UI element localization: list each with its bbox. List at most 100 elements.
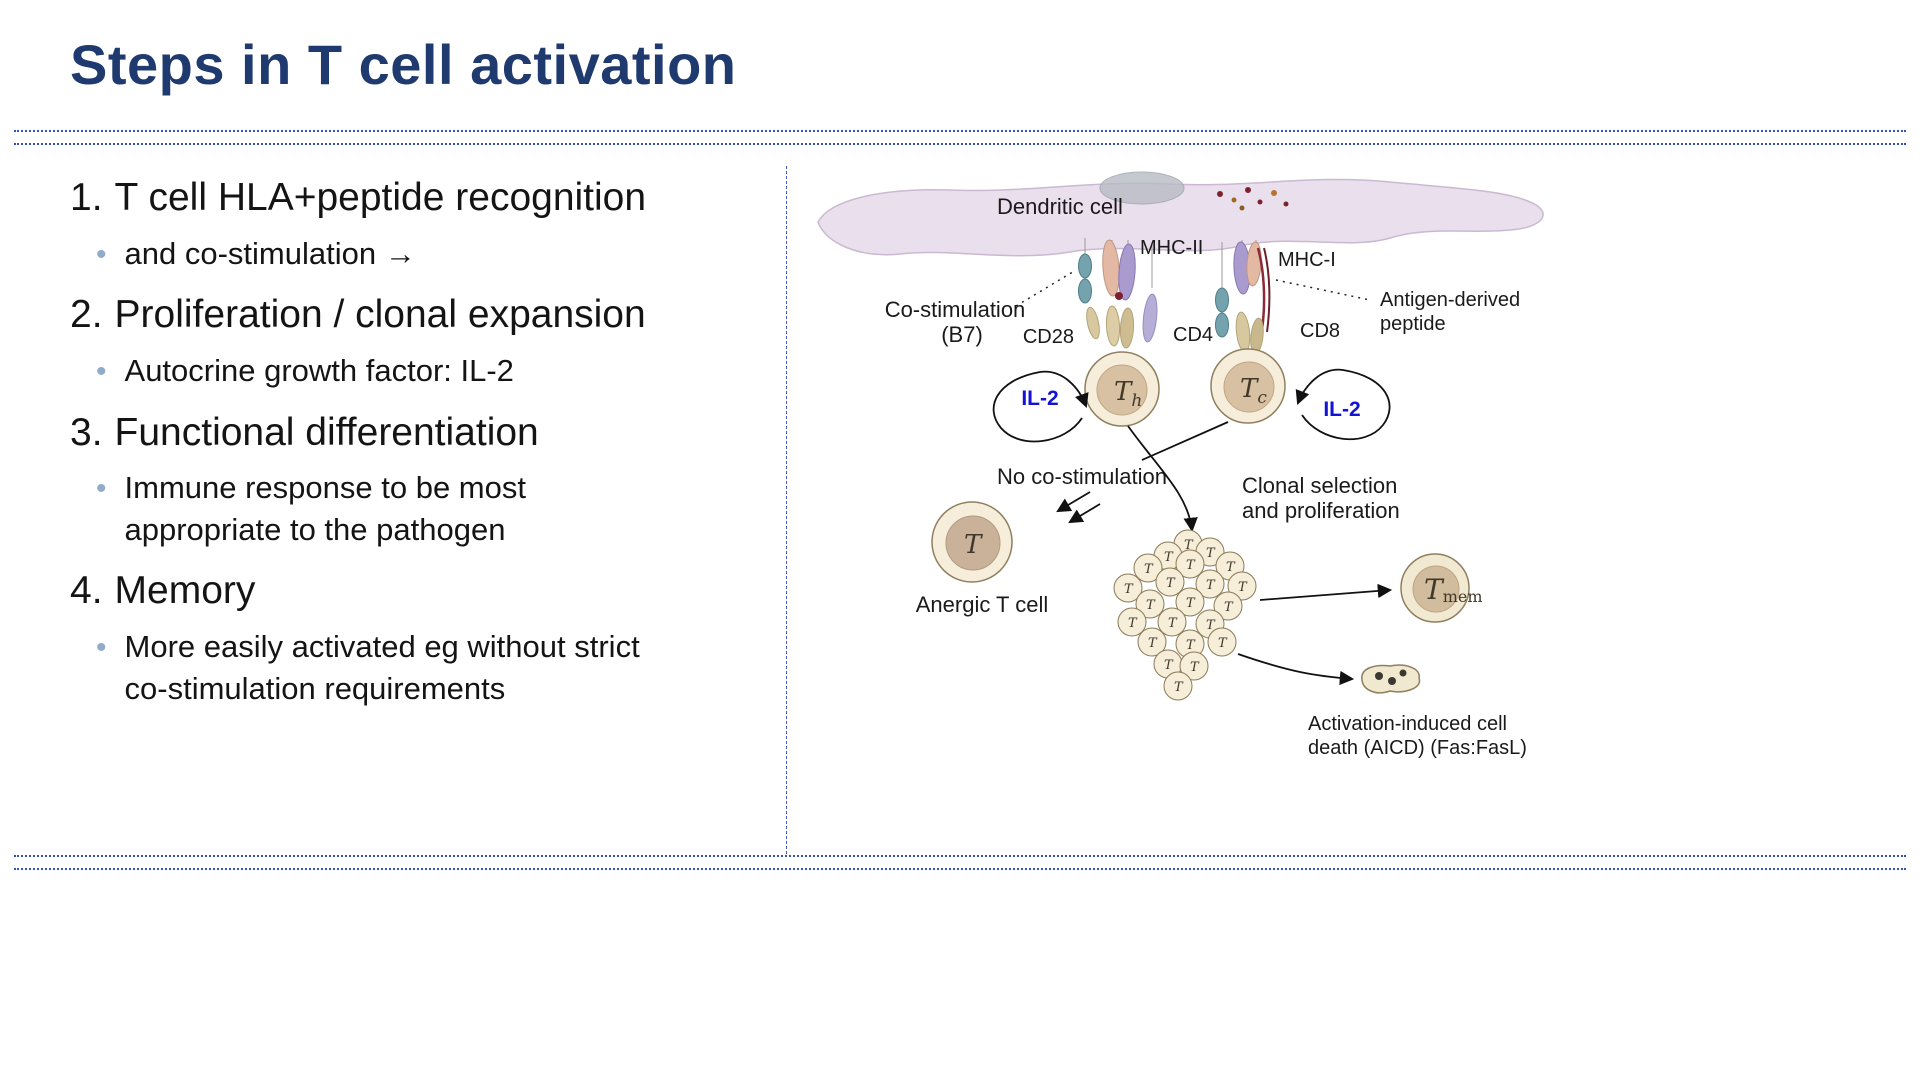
mhc2-label: MHC-II <box>1140 237 1203 259</box>
th-cell: Th <box>1084 351 1160 427</box>
mhc1-label: MHC-I <box>1278 249 1336 271</box>
antigen-peptide-callout: Antigen-derived peptide <box>1275 279 1520 335</box>
clonal-label-line2: and proliferation <box>1242 498 1400 523</box>
cluster-cell-letter: T <box>1224 600 1234 615</box>
bullet-dot: • <box>96 472 107 506</box>
sub-item-text: Autocrine growth factor: IL-2 <box>124 353 514 388</box>
tc-cell-letter: Tc <box>1240 374 1267 408</box>
il2-label-left: IL-2 <box>1021 387 1058 410</box>
clonal-label-line1: Clonal selection <box>1242 473 1397 498</box>
top-dotted-rule-1 <box>14 130 1906 132</box>
mhc1-molecule <box>1246 241 1262 287</box>
aicd-label-line2: death (AICD) (Fas:FasL) <box>1308 737 1527 759</box>
cluster-cell-letter: T <box>1206 546 1216 561</box>
cluster-cell-letter: T <box>1144 562 1154 577</box>
cluster-cell-letter: T <box>1238 580 1248 595</box>
il2-loop-left: IL-2 <box>992 370 1089 443</box>
mhc2-beta <box>1118 243 1136 301</box>
list-item-1: 1. T cell HLA+peptide recognition <box>70 174 770 223</box>
sub-item-4: • More easily activated eg without stric… <box>96 626 770 710</box>
list-item-number: 3. <box>70 410 103 454</box>
no-costimulation-label: No co-stimulation <box>997 464 1167 489</box>
th-cell-letter: Th <box>1114 377 1142 411</box>
dendritic-granules <box>1217 187 1289 211</box>
cd8-label: CD8 <box>1300 320 1340 342</box>
cluster-cell <box>1117 607 1147 637</box>
cluster-cell-letter: T <box>1184 538 1194 553</box>
cluster-cell-letter: T <box>1186 638 1196 653</box>
bottom-dotted-rule-2 <box>14 868 1906 870</box>
cluster-cell <box>1163 671 1193 701</box>
cluster-cell-letter: T <box>1148 636 1158 651</box>
top-dotted-rule-2 <box>14 143 1906 145</box>
cluster-cell-letter: T <box>1190 660 1200 675</box>
antigen-peptide-strand <box>1263 247 1271 333</box>
cluster-cell-letter: T <box>1124 582 1134 597</box>
list-item-number: 4. <box>70 568 103 612</box>
no-costimulation-path: No co-stimulation <box>997 421 1229 524</box>
cluster-cell <box>1175 587 1205 617</box>
b7-molecule <box>1215 287 1229 313</box>
dendritic-nucleus <box>1099 171 1185 205</box>
cluster-cell-letter: T <box>1166 576 1176 591</box>
cluster-cell-letter: T <box>1206 578 1216 593</box>
bottom-dotted-rule-1 <box>14 855 1906 857</box>
tcr-chain <box>1105 305 1121 347</box>
cd4-label: CD4 <box>1173 324 1213 346</box>
cluster-cell <box>1113 573 1143 603</box>
list-item-4: 4. Memory <box>70 567 770 616</box>
apoptotic-cell: Activation-induced cell death (AICD) (Fa… <box>1237 653 1527 759</box>
cluster-cell-letter: T <box>1168 616 1178 631</box>
cluster-cell <box>1175 549 1205 579</box>
cluster-cell <box>1195 569 1225 599</box>
cluster-cell-letter: T <box>1164 658 1174 673</box>
cluster-cell-letter: T <box>1174 680 1184 695</box>
cd28-label: CD28 <box>1023 326 1074 348</box>
sub-item-text: More easily activated eg without strict … <box>124 628 640 706</box>
list-item-text: Functional differentiation <box>114 410 539 454</box>
tc-cell: Tc <box>1210 348 1286 424</box>
list-item-number: 1. <box>70 176 103 219</box>
sub-item-text: Immune response to be most appropriate t… <box>124 470 526 548</box>
cluster-cell <box>1155 567 1185 597</box>
memory-cell-letter: Tmem <box>1424 573 1483 606</box>
cluster-cell <box>1207 627 1237 657</box>
sub-item-3: • Immune response to be most appropriate… <box>96 467 770 551</box>
cluster-cell <box>1157 607 1187 637</box>
clonal-selection-path: Clonal selection and proliferation <box>1127 425 1400 533</box>
list-item-3: 3. Functional differentiation <box>70 409 770 458</box>
bullet-dot: • <box>96 630 107 664</box>
cluster-cell-letter: T <box>1186 558 1196 573</box>
cluster-cell <box>1133 553 1163 583</box>
anergic-t-cell: T Anergic T cell <box>916 501 1048 617</box>
t-cell-activation-diagram: Dendritic cell MHC-II CD28 CD4 <box>790 160 1560 860</box>
peptide-dot <box>1115 292 1123 300</box>
antigen-peptide-strand <box>1256 247 1266 331</box>
cluster-cell-letter: T <box>1146 598 1156 613</box>
cluster-cell-letter: T <box>1206 618 1216 633</box>
cluster-cell <box>1135 589 1165 619</box>
sub-item-2: • Autocrine growth factor: IL-2 <box>96 350 770 393</box>
cluster-cell <box>1179 651 1209 681</box>
page-title: Steps in T cell activation <box>70 33 737 96</box>
cd28-molecule <box>1086 306 1100 340</box>
list-item-number: 2. <box>70 293 103 337</box>
bullet-list: 1. T cell HLA+peptide recognition • and … <box>70 158 770 715</box>
anergic-cell-letter: T <box>964 530 983 560</box>
antigen-label-line2: peptide <box>1380 313 1446 335</box>
sub-item-1: • and co-stimulation → <box>96 233 770 276</box>
sub-item-text: and co-stimulation → <box>124 235 416 271</box>
anergic-label: Anergic T cell <box>916 592 1048 617</box>
cluster-cell <box>1213 591 1243 621</box>
receptor-complex-mhc1: MHC-I CD8 <box>1215 240 1340 355</box>
list-item-text: T cell HLA+peptide recognition <box>114 176 647 219</box>
cluster-cell-letter: T <box>1226 560 1236 575</box>
vertical-divider <box>786 166 787 854</box>
dendritic-cell: Dendritic cell <box>817 171 1544 257</box>
cluster-cell-letter: T <box>1218 636 1228 651</box>
cluster-cell-letter: T <box>1164 550 1174 565</box>
il2-label-right: IL-2 <box>1323 398 1360 421</box>
cluster-cell <box>1227 571 1257 601</box>
